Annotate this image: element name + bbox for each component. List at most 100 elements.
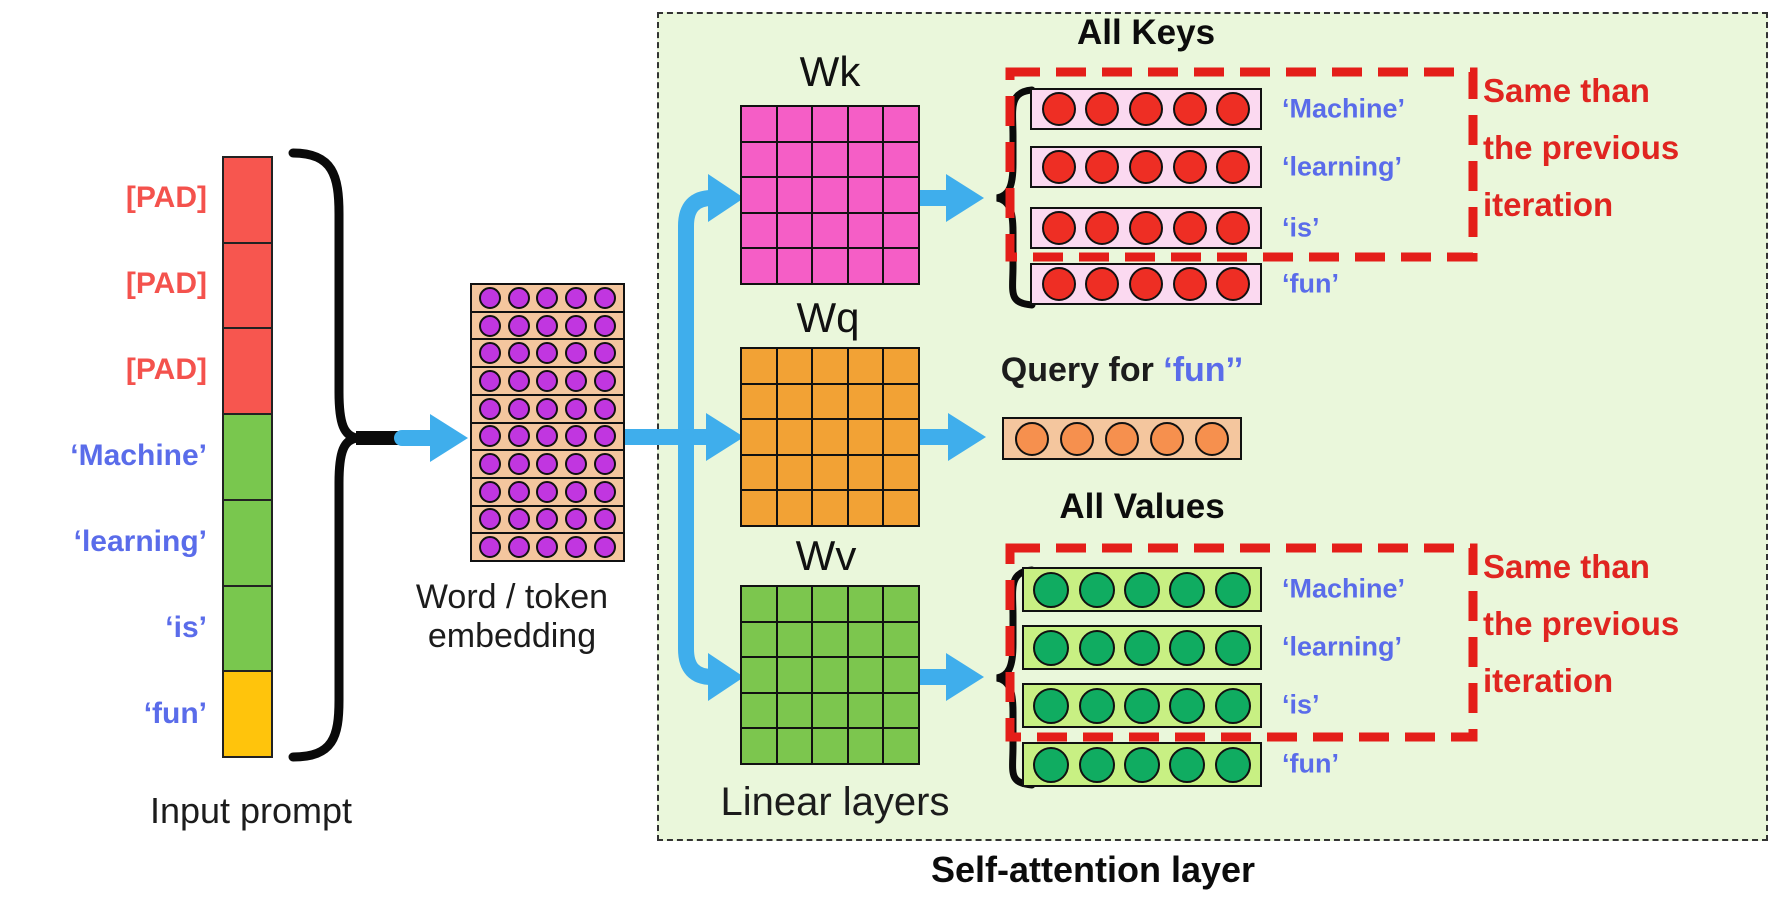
embedding-dot xyxy=(478,286,501,309)
wq-cell xyxy=(777,384,812,419)
wv-cell xyxy=(742,587,776,621)
value-dot xyxy=(1169,629,1206,666)
key-dot xyxy=(1041,92,1076,126)
wk-cell xyxy=(742,213,776,248)
wk-cell xyxy=(777,249,812,283)
arrow-to-wv-head xyxy=(708,653,744,701)
embedding-dot xyxy=(594,286,617,309)
value-row xyxy=(1022,625,1262,670)
embedding-dot xyxy=(536,286,559,309)
value-dot xyxy=(1033,571,1070,608)
keys-note-line2: the previous xyxy=(1483,129,1680,166)
embedding-dot xyxy=(565,342,588,365)
wq-cell xyxy=(884,420,918,454)
keys-note-line3: iteration xyxy=(1483,186,1614,223)
wv-cell xyxy=(848,729,883,763)
wk-cell xyxy=(742,249,776,283)
self-attention-layer-label: Self-attention layer xyxy=(930,849,1256,890)
embedding-label: Word / token embedding xyxy=(416,578,608,656)
wq-cell xyxy=(742,491,776,525)
embedding-dot xyxy=(536,369,559,392)
input-token-block xyxy=(224,415,271,499)
wq-cell xyxy=(742,420,776,454)
wk-cell xyxy=(848,142,883,177)
input-token-label: ‘is’ xyxy=(165,611,207,644)
all-keys-title: All Keys xyxy=(1076,13,1216,52)
wv-cell xyxy=(813,587,847,621)
key-dot xyxy=(1085,267,1120,301)
embedding-dot xyxy=(536,536,559,559)
value-dot xyxy=(1214,687,1251,724)
embedding-dot xyxy=(594,369,617,392)
values-note: Same than the previous iteration xyxy=(1483,538,1679,709)
wk-output-arrow-head xyxy=(946,174,984,222)
embedding-dot xyxy=(478,425,501,448)
embedding-dot xyxy=(507,480,530,503)
embedding-dot xyxy=(565,508,588,531)
wv-cell xyxy=(884,658,918,692)
wq-cell xyxy=(813,455,847,490)
embedding-dot xyxy=(594,425,617,448)
wv-cell xyxy=(777,658,812,692)
embedding-dot xyxy=(594,397,617,420)
wk-cell xyxy=(813,107,847,141)
embedding-dot xyxy=(536,480,559,503)
embedding-row xyxy=(472,534,623,560)
embedding-label-line2: embedding xyxy=(427,617,597,655)
values-note-line1: Same than xyxy=(1483,548,1650,585)
value-dot xyxy=(1033,687,1070,724)
wq-cell xyxy=(848,349,883,383)
embedding-dot xyxy=(565,397,588,420)
embedding-dot xyxy=(536,314,559,337)
wv-cell xyxy=(742,693,776,728)
key-dot xyxy=(1041,150,1076,184)
wv-cell xyxy=(777,693,812,728)
wk-cell xyxy=(848,249,883,283)
wq-cell xyxy=(848,455,883,490)
input-token-label: [PAD] xyxy=(125,267,207,300)
wq-cell xyxy=(777,420,812,454)
wq-label: Wq xyxy=(796,294,860,341)
input-token-label: [PAD] xyxy=(125,181,207,214)
wv-cell xyxy=(848,693,883,728)
wq-cell xyxy=(742,384,776,419)
wq-cell xyxy=(813,384,847,419)
key-dot xyxy=(1128,150,1163,184)
value-dot xyxy=(1033,746,1070,783)
key-dot xyxy=(1216,211,1251,245)
key-dot xyxy=(1172,267,1207,301)
input-token-label: [PAD] xyxy=(125,353,207,386)
keys-note-line1: Same than xyxy=(1483,72,1650,109)
wq-cell xyxy=(777,491,812,525)
wk-cell xyxy=(884,249,918,283)
query-dot xyxy=(1015,421,1049,456)
wq-cell xyxy=(848,384,883,419)
wk-matrix xyxy=(740,105,920,285)
key-dot xyxy=(1041,211,1076,245)
input-prompt-caption: Input prompt xyxy=(149,790,353,831)
embedding-dot xyxy=(478,397,501,420)
value-row xyxy=(1022,567,1262,612)
wk-cell xyxy=(742,178,776,212)
wq-output-arrow-head xyxy=(948,413,986,461)
wk-cell xyxy=(813,142,847,177)
key-dot xyxy=(1085,211,1120,245)
embedding-dot xyxy=(507,342,530,365)
value-dot xyxy=(1078,571,1115,608)
wq-matrix xyxy=(740,347,920,527)
value-dot xyxy=(1169,571,1206,608)
arrow-to-wq-head xyxy=(706,413,744,461)
embedding-dot xyxy=(507,536,530,559)
key-row xyxy=(1030,88,1262,130)
wv-cell xyxy=(848,658,883,692)
query-title-prefix: Query for xyxy=(1000,351,1164,389)
key-row-label: ‘fun’ xyxy=(1282,268,1339,299)
keys-note: Same than the previous iteration xyxy=(1483,62,1679,233)
wv-cell xyxy=(813,729,847,763)
embedding-dot xyxy=(594,508,617,531)
wv-cell xyxy=(777,587,812,621)
wv-cell xyxy=(813,693,847,728)
value-dot xyxy=(1214,746,1251,783)
input-token-block xyxy=(224,329,271,414)
wk-cell xyxy=(813,178,847,212)
